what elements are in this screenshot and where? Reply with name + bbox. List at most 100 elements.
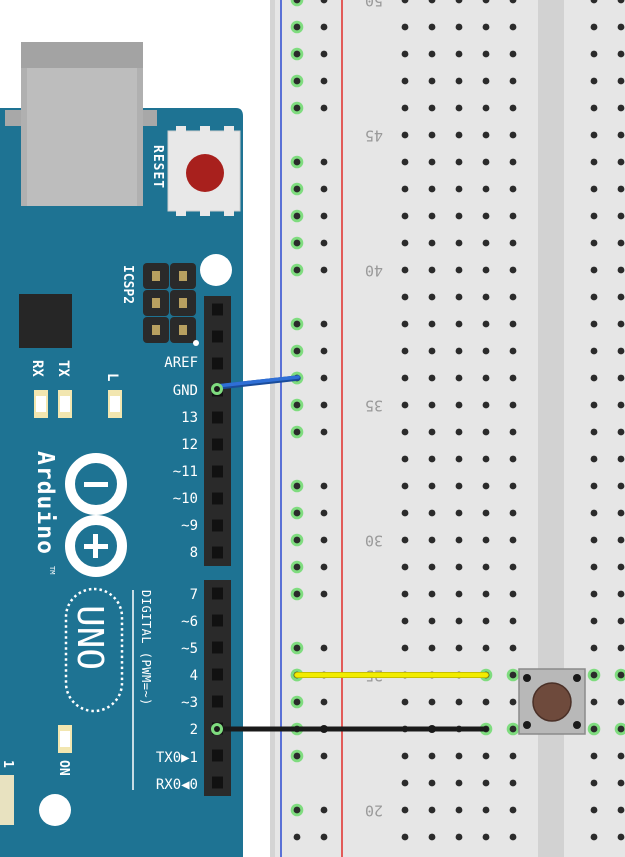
breadboard-hole	[509, 266, 517, 274]
pin-label: ~11	[173, 464, 198, 480]
header-pin[interactable]	[212, 357, 223, 370]
header-pin[interactable]	[212, 641, 223, 654]
breadboard-hole	[482, 779, 490, 787]
breadboard-hole	[482, 131, 490, 139]
breadboard-hole	[617, 23, 625, 31]
breadboard-hole	[320, 185, 328, 193]
reset-button[interactable]	[167, 126, 241, 216]
breadboard-hole	[293, 266, 301, 274]
breadboard-hole	[509, 158, 517, 166]
header-pin[interactable]	[212, 438, 223, 451]
breadboard-hole	[482, 0, 490, 4]
header-pin[interactable]	[212, 776, 223, 789]
breadboard-hole	[320, 509, 328, 517]
breadboard-hole	[401, 158, 409, 166]
header-pin[interactable]	[212, 614, 223, 627]
breadboard-hole	[509, 50, 517, 58]
breadboard-hole	[428, 185, 436, 193]
breadboard-hole	[617, 158, 625, 166]
header-pin[interactable]	[212, 492, 223, 505]
breadboard-hole	[509, 293, 517, 301]
breadboard-hole	[428, 320, 436, 328]
header-pin[interactable]	[212, 695, 223, 708]
breadboard-hole	[320, 428, 328, 436]
breadboard-hole	[617, 509, 625, 517]
breadboard-hole	[617, 725, 625, 733]
breadboard-hole	[482, 752, 490, 760]
breadboard-hole	[482, 563, 490, 571]
breadboard-hole	[401, 131, 409, 139]
breadboard-hole	[320, 806, 328, 814]
header-pin[interactable]	[212, 303, 223, 316]
pin-connected-core	[214, 726, 220, 732]
breadboard-hole	[401, 698, 409, 706]
breadboard-hole	[509, 644, 517, 652]
header-pin[interactable]	[212, 587, 223, 600]
breadboard-hole	[428, 806, 436, 814]
breadboard-hole	[293, 833, 301, 841]
breadboard-hole	[401, 536, 409, 544]
pin-label: ~10	[173, 491, 198, 507]
breadboard-hole	[509, 482, 517, 490]
pin-label: 12	[181, 437, 198, 453]
header-pin[interactable]	[212, 668, 223, 681]
breadboard-hole	[455, 455, 463, 463]
header-pin[interactable]	[212, 465, 223, 478]
usb-connector	[5, 42, 157, 206]
breadboard-hole	[590, 266, 598, 274]
breadboard-hole	[293, 23, 301, 31]
breadboard-hole	[482, 428, 490, 436]
breadboard-hole	[617, 455, 625, 463]
breadboard-hole	[293, 401, 301, 409]
breadboard-hole	[293, 752, 301, 760]
breadboard-hole	[320, 77, 328, 85]
breadboard-hole	[482, 50, 490, 58]
breadboard-hole	[428, 833, 436, 841]
header-pin[interactable]	[212, 519, 223, 532]
pin-label: 2	[190, 722, 198, 738]
breadboard-hole	[590, 320, 598, 328]
header-pin[interactable]	[212, 546, 223, 559]
reset-button-cap[interactable]	[186, 154, 224, 192]
pin-label: 13	[181, 410, 198, 426]
breadboard-hole	[482, 509, 490, 517]
breadboard-edge	[270, 0, 275, 857]
gnd-wire[interactable]	[215, 375, 300, 388]
uno-badge: UNO	[64, 587, 124, 713]
breadboard-hole	[482, 212, 490, 220]
breadboard-hole	[428, 158, 436, 166]
breadboard-hole	[509, 23, 517, 31]
breadboard-hole	[509, 104, 517, 112]
breadboard-hole	[617, 320, 625, 328]
breadboard-hole	[482, 104, 490, 112]
breadboard-hole	[509, 806, 517, 814]
pin-label: ~9	[181, 518, 198, 534]
header-pin[interactable]	[212, 749, 223, 762]
breadboard-hole	[617, 590, 625, 598]
breadboard-hole	[482, 455, 490, 463]
breadboard-hole	[590, 779, 598, 787]
breadboard-hole	[401, 563, 409, 571]
icsp-header	[143, 263, 196, 343]
breadboard-hole	[401, 23, 409, 31]
icsp-pin-contact	[179, 298, 187, 308]
breadboard-hole	[509, 509, 517, 517]
header-pin[interactable]	[212, 411, 223, 424]
breadboard-hole	[617, 482, 625, 490]
breadboard-hole	[509, 77, 517, 85]
pushbutton-cap[interactable]	[532, 682, 572, 722]
breadboard-hole	[320, 590, 328, 598]
breadboard-hole	[428, 428, 436, 436]
breadboard-hole	[617, 293, 625, 301]
breadboard-hole	[428, 347, 436, 355]
pushbutton[interactable]	[518, 668, 586, 735]
pin-label: 8	[190, 545, 198, 561]
breadboard-hole	[401, 239, 409, 247]
breadboard-hole	[455, 482, 463, 490]
breadboard-hole	[320, 374, 328, 382]
breadboard-hole	[590, 293, 598, 301]
header-pin[interactable]	[212, 330, 223, 343]
pin-label: 7	[190, 587, 198, 603]
breadboard-hole	[455, 239, 463, 247]
